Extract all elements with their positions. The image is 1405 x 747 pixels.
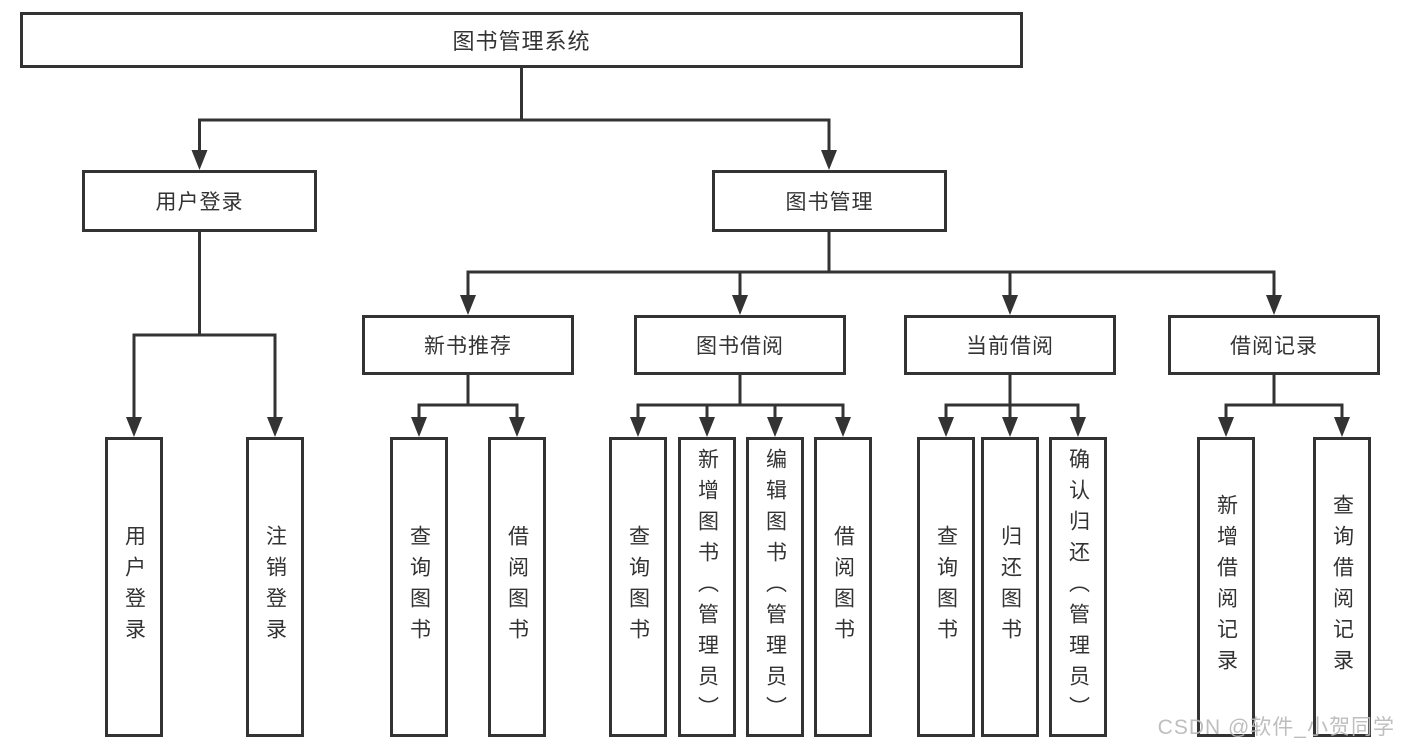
leaf-add-book-admin: 新增图书（管理员）: [678, 437, 736, 737]
node-root-system: 图书管理系统: [20, 12, 1023, 68]
leaf-borrow-book-borrow: 借阅图书: [814, 437, 872, 737]
leaf-user-login: 用户登录: [105, 437, 163, 737]
node-user-login: 用户登录: [82, 170, 317, 232]
leaf-query-book-recommend: 查询图书: [390, 437, 448, 737]
node-borrow-record: 借阅记录: [1168, 315, 1380, 375]
leaf-add-borrow-record: 新增借阅记录: [1197, 437, 1255, 737]
leaf-borrow-book-recommend: 借阅图书: [488, 437, 546, 737]
csdn-watermark: CSDN @软件_小贺同学: [1157, 716, 1395, 739]
leaf-query-book-borrow: 查询图书: [609, 437, 667, 737]
leaf-return-book: 归还图书: [981, 437, 1039, 737]
leaf-confirm-return-admin: 确认归还（管理员）: [1049, 437, 1107, 737]
leaf-query-book-current: 查询图书: [917, 437, 975, 737]
node-current-borrow: 当前借阅: [904, 315, 1116, 375]
leaf-edit-book-admin: 编辑图书（管理员）: [746, 437, 804, 737]
node-book-management: 图书管理: [712, 170, 947, 232]
node-new-book-recommend: 新书推荐: [362, 315, 574, 375]
leaf-logout: 注销登录: [246, 437, 304, 737]
node-book-borrow: 图书借阅: [634, 315, 846, 375]
leaf-query-borrow-record: 查询借阅记录: [1313, 437, 1371, 737]
